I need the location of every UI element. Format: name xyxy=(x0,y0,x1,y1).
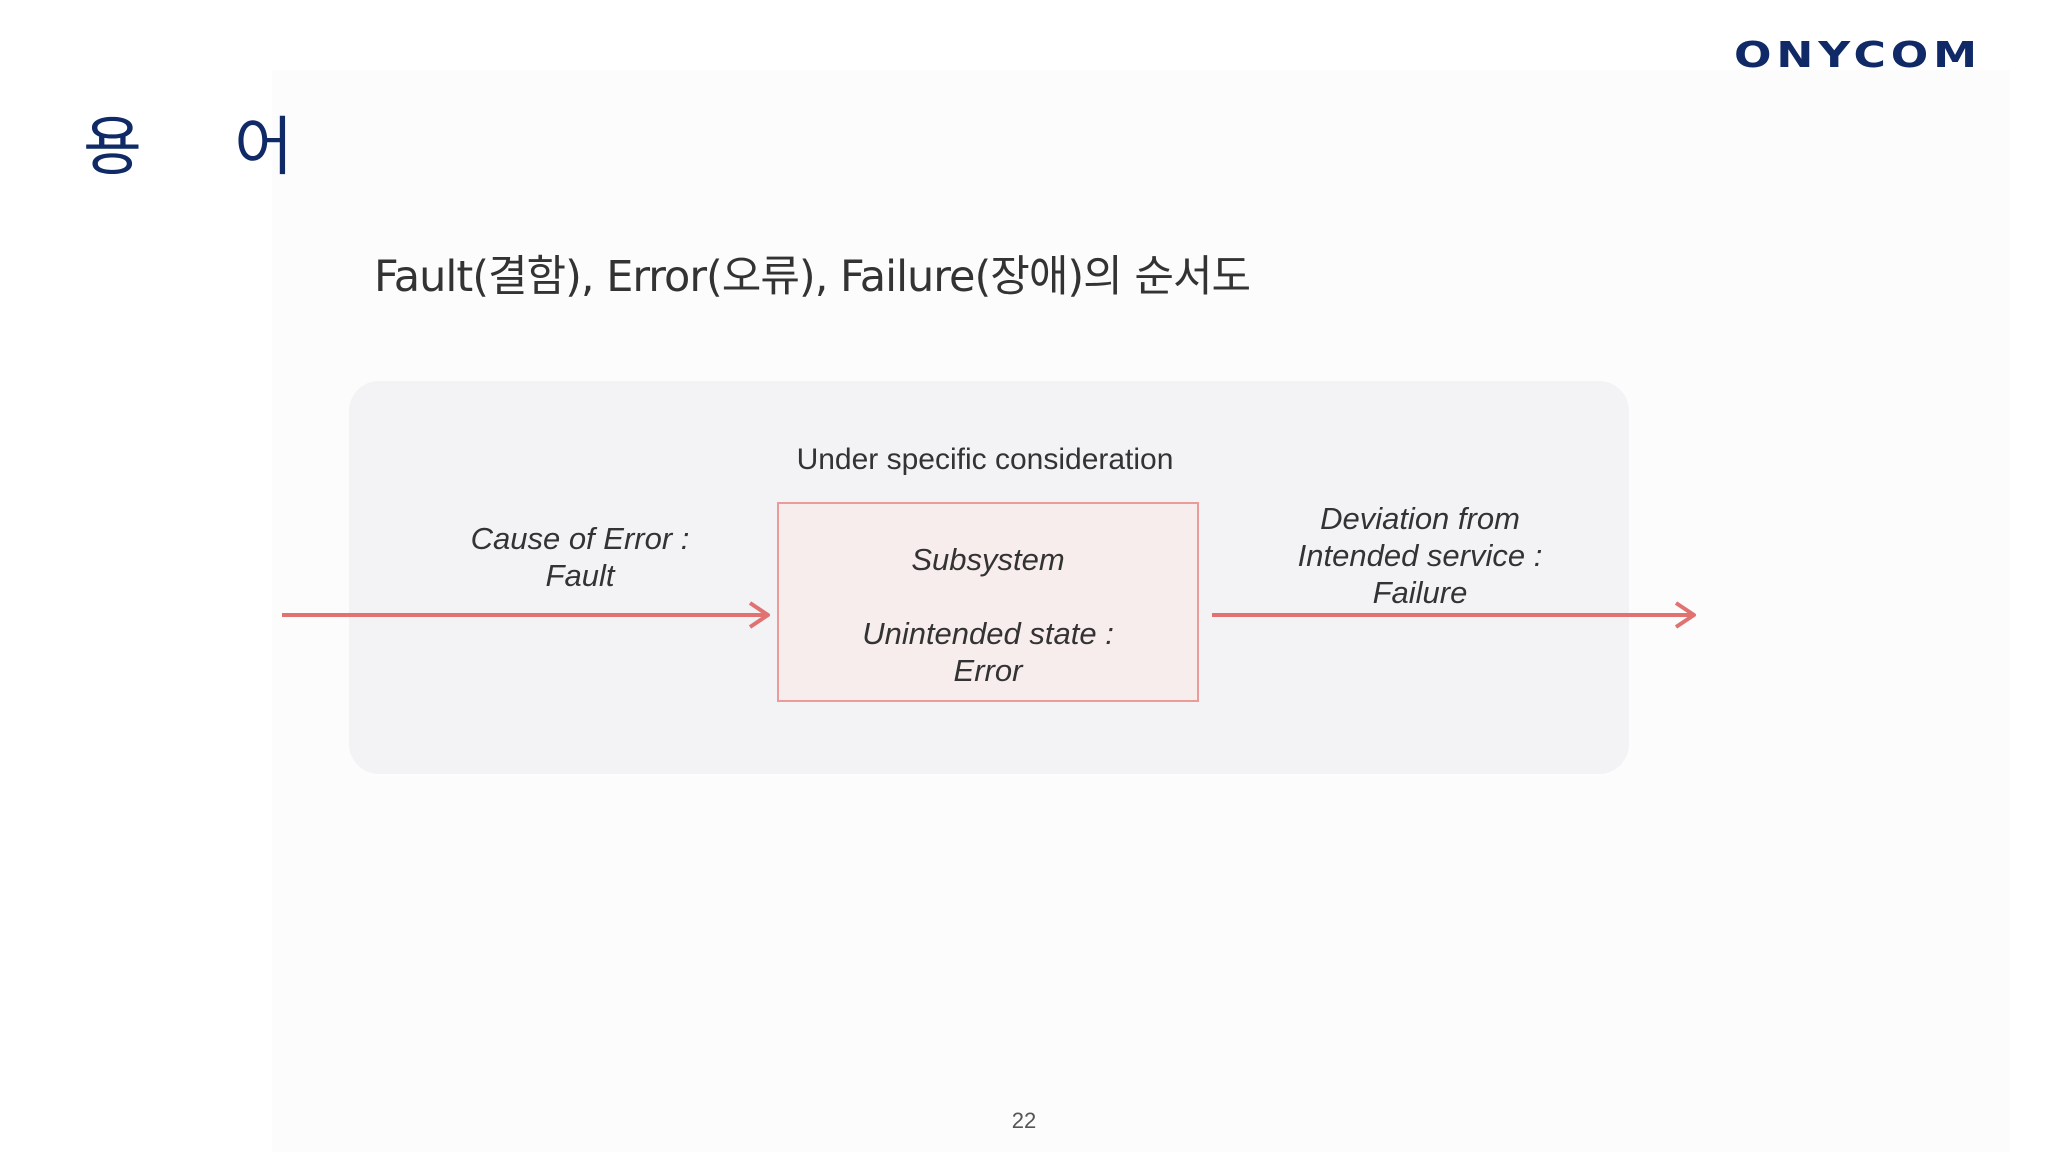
subsystem-box xyxy=(777,502,1199,702)
error-state-line2: Error xyxy=(953,653,1023,688)
panel-caption: Under specific consideration xyxy=(796,443,1174,476)
diagram-subtitle: Fault(결함), Error(오류), Failure(장애)의 순서도 xyxy=(374,252,1251,302)
page-title: 용 어 xyxy=(83,111,330,185)
failure-arrow xyxy=(1212,601,1696,629)
deviation-line2: Intended service : xyxy=(1297,538,1543,573)
error-state-label: Unintended state : Error xyxy=(777,615,1199,689)
onycom-logo: ONYCOM xyxy=(1734,38,1982,72)
deviation-line1: Deviation from xyxy=(1320,501,1520,536)
subsystem-label: Subsystem xyxy=(911,542,1065,577)
page-number: 22 xyxy=(1011,1108,1037,1133)
deviation-label: Deviation from Intended service : Failur… xyxy=(1270,500,1570,611)
fault-arrow xyxy=(282,601,770,629)
error-state-line1: Unintended state : xyxy=(862,616,1114,651)
logo-text: ONYCOM xyxy=(1734,38,1982,72)
deviation-line3: Failure xyxy=(1372,575,1468,610)
cause-line1: Cause of Error : xyxy=(470,521,690,556)
cause-label: Cause of Error : Fault xyxy=(440,520,720,594)
cause-line2: Fault xyxy=(545,558,615,593)
